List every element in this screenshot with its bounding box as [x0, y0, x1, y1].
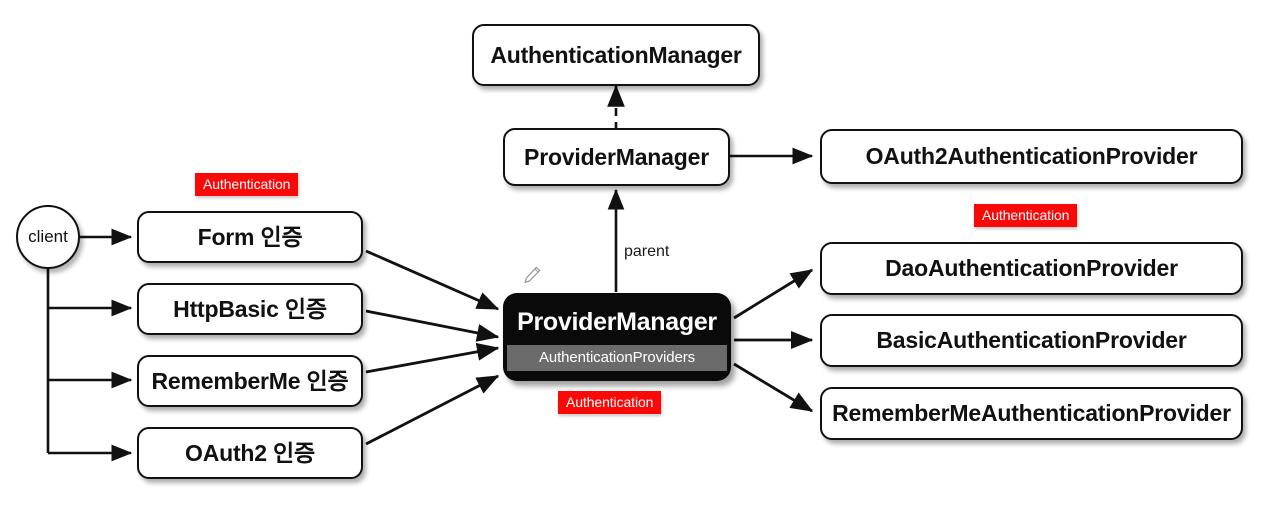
node-oauth2-authentication-provider[interactable]: OAuth2AuthenticationProvider	[820, 129, 1243, 184]
edge-httpbasic-to-providermanager	[365, 309, 500, 342]
node-provider-manager-top[interactable]: ProviderManager	[503, 128, 730, 186]
status-badge-authentication-left: Authentication	[195, 173, 299, 196]
node-rememberme-authentication-provider[interactable]: RememberMeAuthenticationProvider	[820, 387, 1243, 440]
edge-providermanager-to-remembermeprovider	[733, 362, 814, 413]
node-dao-authentication-provider[interactable]: DaoAuthenticationProvider	[820, 242, 1243, 295]
node-form-auth[interactable]: Form 인증	[137, 211, 363, 263]
node-label: ProviderManager	[524, 143, 709, 170]
badge-label: Authentication	[982, 207, 1070, 223]
node-label: HttpBasic 인증	[173, 295, 327, 322]
edge-label-parent: parent	[624, 243, 669, 261]
node-subtitle: AuthenticationProviders	[507, 344, 727, 371]
edge-rememberme-to-providermanager	[365, 342, 500, 374]
status-badge-authentication-center: Authentication	[558, 391, 662, 414]
badge-label: Authentication	[203, 176, 291, 192]
edge-form-to-providermanager	[365, 249, 500, 311]
node-label: OAuth2AuthenticationProvider	[865, 143, 1198, 170]
node-label: RememberMe 인증	[151, 367, 349, 394]
node-basic-authentication-provider[interactable]: BasicAuthenticationProvider	[820, 314, 1243, 367]
node-oauth2-auth[interactable]: OAuth2 인증	[137, 427, 363, 479]
node-label: Form 인증	[197, 223, 303, 250]
node-label: BasicAuthenticationProvider	[876, 327, 1187, 354]
edge-providermanager-to-daoprovider	[733, 268, 814, 320]
actor-client[interactable]: client	[16, 205, 80, 269]
node-label: AuthenticationManager	[490, 41, 742, 68]
node-label: RememberMeAuthenticationProvider	[832, 400, 1231, 427]
node-provider-manager-detail[interactable]: ProviderManager AuthenticationProviders	[503, 293, 731, 381]
edge-label-text: parent	[624, 243, 670, 260]
badge-label: Authentication	[566, 394, 654, 410]
node-authentication-manager[interactable]: AuthenticationManager	[472, 24, 760, 86]
node-label: OAuth2 인증	[185, 439, 315, 466]
node-title: ProviderManager	[517, 307, 717, 336]
node-label: DaoAuthenticationProvider	[885, 255, 1178, 282]
actor-label: client	[28, 227, 68, 246]
pencil-icon	[521, 264, 543, 286]
node-rememberme-auth[interactable]: RememberMe 인증	[137, 355, 363, 407]
node-httpbasic-auth[interactable]: HttpBasic 인증	[137, 283, 363, 335]
status-badge-authentication-right: Authentication	[974, 204, 1078, 227]
edge-oauth2-to-providermanager	[365, 374, 500, 446]
